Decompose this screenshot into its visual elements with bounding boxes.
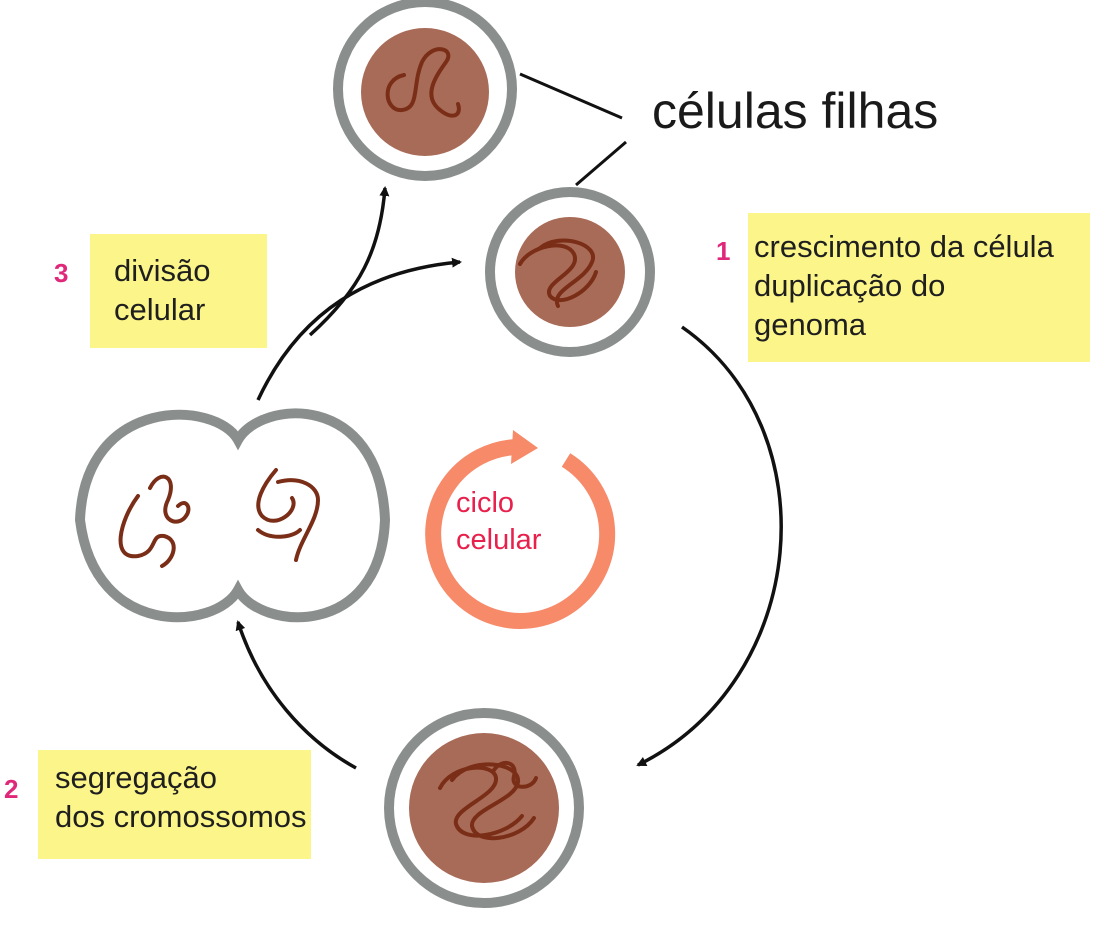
dividing-cell: [74, 408, 391, 623]
connector-line-bottom: [575, 140, 627, 187]
step-text-1: crescimento da célula duplicação do geno…: [754, 229, 1054, 342]
daughter-cells-label: células filhas: [652, 83, 939, 139]
step-text-3: divisão celular: [114, 253, 211, 327]
chromosome: [538, 238, 595, 308]
cycle-arrowhead: [511, 430, 538, 464]
chromosome: [118, 474, 191, 568]
step-text-2: segregação dos cromossomos: [55, 760, 307, 834]
arrow-division-to-daughter-upper: [308, 186, 390, 337]
arrow-segregation-to-division: [235, 620, 357, 770]
chromosome: [256, 468, 321, 562]
step-number-2: 2: [4, 774, 19, 804]
step-note-3: [90, 234, 267, 348]
chromosome: [492, 760, 538, 789]
step-note-2: [38, 750, 311, 859]
cycle-arrow: [425, 439, 616, 629]
daughter-cell-top: [333, 0, 517, 181]
chromosome: [385, 47, 461, 118]
step-note-1: [748, 213, 1090, 362]
connector-line-top: [519, 72, 623, 120]
cell-segregation-stage: [384, 708, 584, 908]
step-number-1: 1: [716, 236, 731, 266]
chromosome: [518, 243, 598, 303]
cell-growth-stage: [485, 187, 655, 357]
arrow-division-to-daughter-lower: [256, 257, 462, 401]
chromosome: [450, 762, 536, 841]
arrow-growth-to-segregation: [636, 325, 783, 767]
cell-cycle-label: ciclo celular: [456, 487, 542, 556]
step-number-3: 3: [54, 258, 69, 288]
